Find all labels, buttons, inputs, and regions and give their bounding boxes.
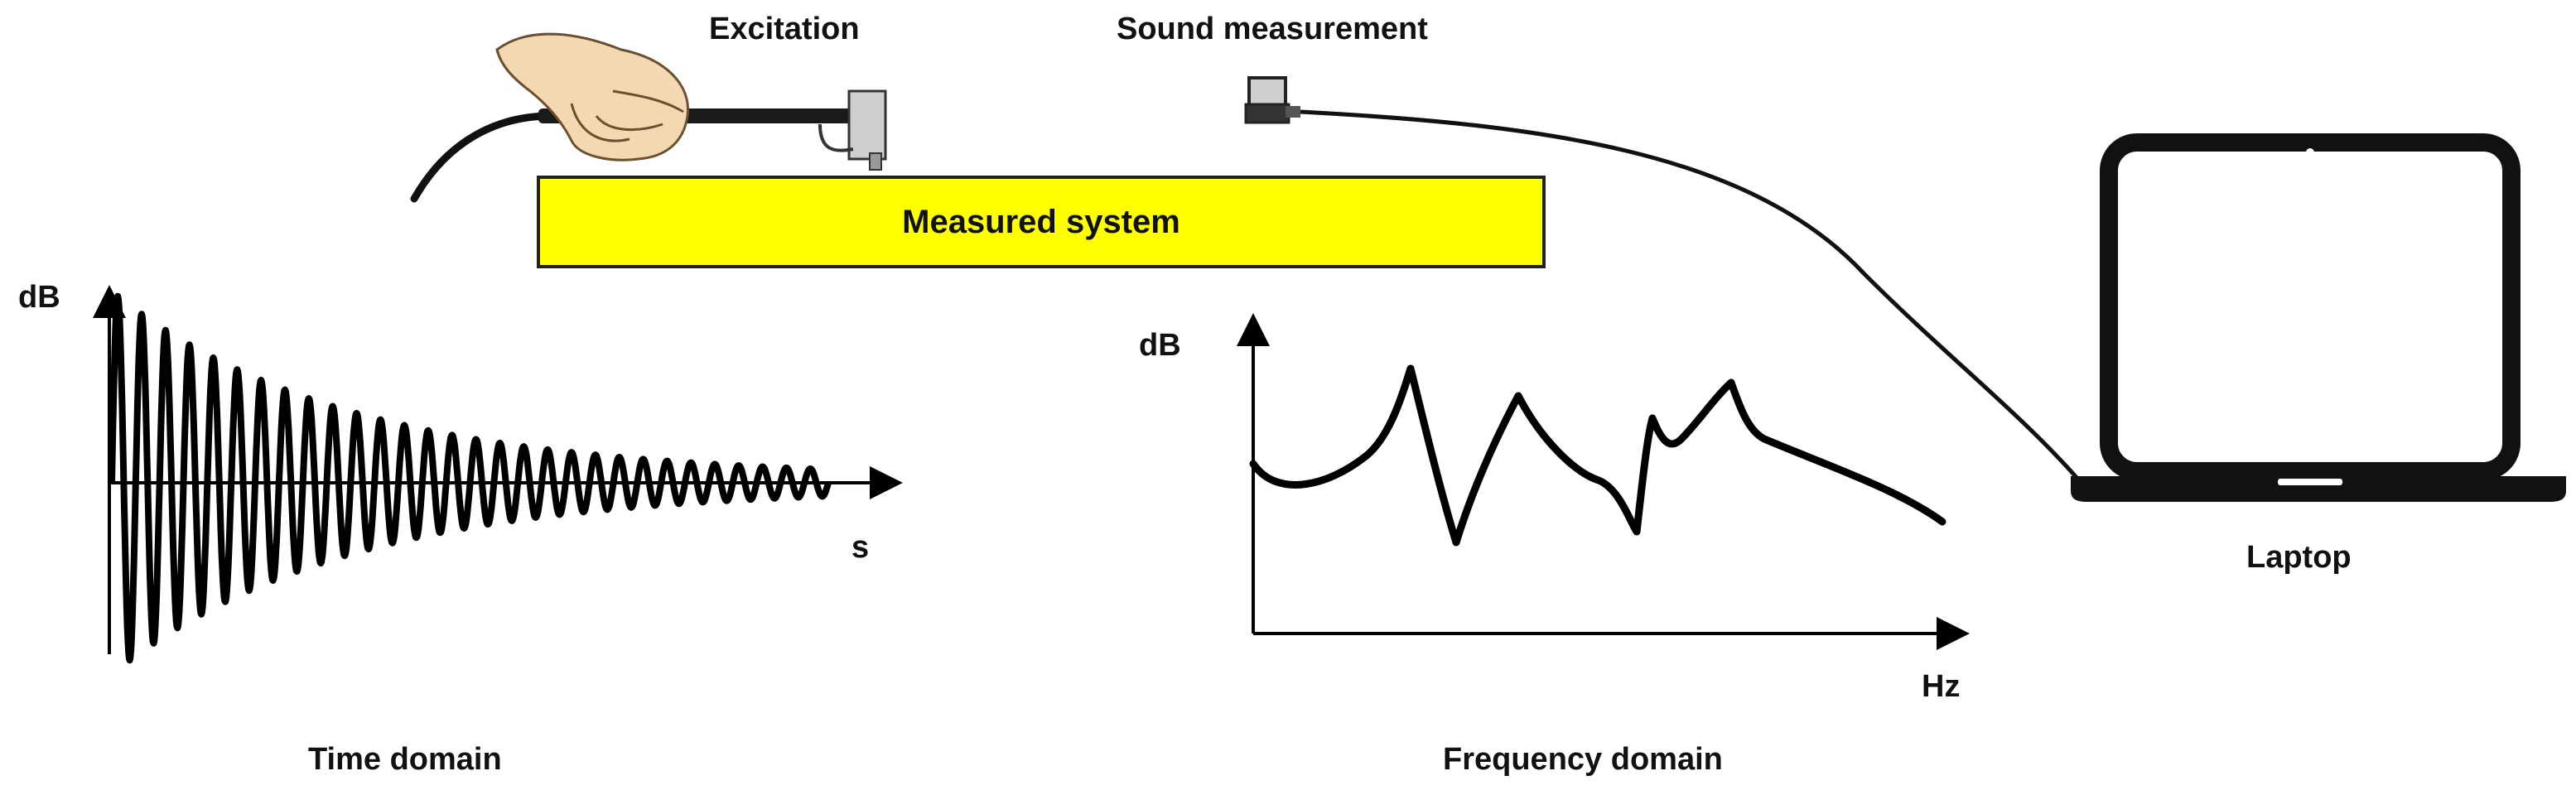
microphone-icon: [1244, 76, 1300, 124]
freq-x-axis-label: Hz: [1922, 669, 1961, 704]
time-signal-trace: [109, 292, 832, 664]
microphone-cable: [1300, 109, 2081, 482]
time-domain-label: Time domain: [308, 742, 502, 777]
frequency-response-trace: [1249, 364, 1946, 547]
time-domain-plot: [93, 285, 903, 664]
time-y-axis-label: dB: [18, 280, 60, 315]
time-x-axis-label: s: [851, 530, 870, 565]
measured-system-box: Measured system: [537, 176, 1546, 268]
excitation-label: Excitation: [709, 12, 860, 46]
hand-icon: [495, 32, 689, 161]
laptop-label: Laptop: [2246, 540, 2352, 575]
frequency-domain-plot: [1237, 313, 1970, 650]
frequency-domain-label: Frequency domain: [1443, 742, 1723, 777]
freq-y-axis-label: dB: [1139, 328, 1181, 363]
measured-system-label: Measured system: [902, 203, 1180, 240]
laptop-icon: [2071, 133, 2566, 502]
sound-measurement-label: Sound measurement: [1117, 12, 1428, 46]
hammer-cable: [410, 112, 555, 203]
